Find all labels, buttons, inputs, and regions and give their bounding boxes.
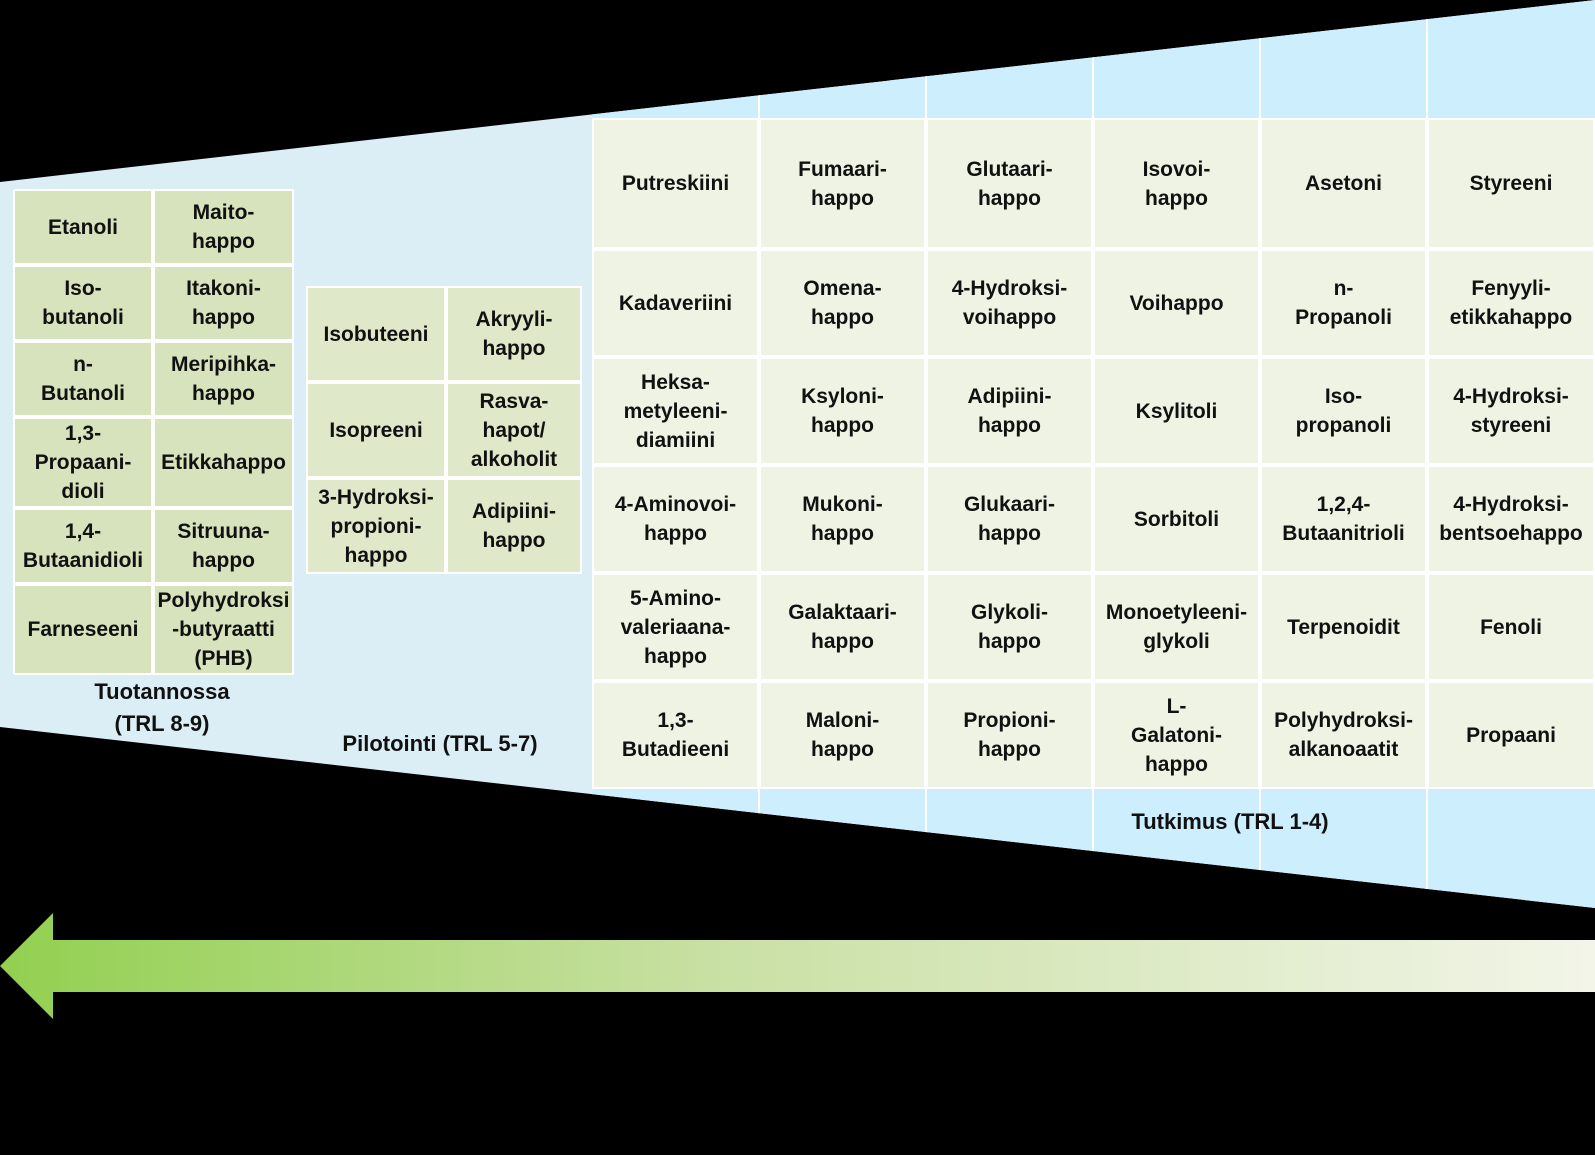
pilot-cell: Akryyli- happo	[446, 286, 582, 382]
research-cell: Putreskiini	[592, 118, 759, 249]
research-cell: Maloni- happo	[759, 681, 926, 789]
research-cell: 4-Hydroksi- voihappo	[926, 249, 1093, 357]
production-cell: n- Butanoli	[13, 341, 153, 417]
pilot-cell: 3-Hydroksi- propioni- happo	[306, 478, 446, 574]
research-cell: Galaktaari- happo	[759, 573, 926, 681]
research-cell: Adipiini- happo	[926, 357, 1093, 465]
progress-arrow	[0, 913, 1595, 1019]
research-cell: Iso- propanoli	[1260, 357, 1427, 465]
research-cell: Fenyyli- etikkahappo	[1427, 249, 1595, 357]
production-stage-label: Tuotannossa (TRL 8-9)	[94, 679, 230, 736]
research-cell: Mukoni- happo	[759, 465, 926, 573]
production-cell: Etikkahappo	[153, 417, 294, 508]
research-cell: Glukaari- happo	[926, 465, 1093, 573]
research-cell: 4-Aminovoi- happo	[592, 465, 759, 573]
research-cell: Ksyloni- happo	[759, 357, 926, 465]
research-cell: Glykoli- happo	[926, 573, 1093, 681]
research-cell: Heksa- metyleeni- diamiini	[592, 357, 759, 465]
research-cell: 5-Amino- valeriaana- happo	[592, 573, 759, 681]
research-cell: 4-Hydroksi- bentsoehappo	[1427, 465, 1595, 573]
research-cell: Voihappo	[1093, 249, 1260, 357]
research-cell: Sorbitoli	[1093, 465, 1260, 573]
research-cell: Monoetyleeni- glykoli	[1093, 573, 1260, 681]
pilot-cell: Adipiini- happo	[446, 478, 582, 574]
research-cell: Ksylitoli	[1093, 357, 1260, 465]
research-cell: Omena- happo	[759, 249, 926, 357]
production-cell: Iso- butanoli	[13, 265, 153, 341]
research-cell: Isovoi- happo	[1093, 118, 1260, 249]
pilot-cell: Isopreeni	[306, 382, 446, 478]
production-cell: Etanoli	[13, 189, 153, 265]
production-cell: 1,4- Butaanidioli	[13, 508, 153, 584]
research-cell: 4-Hydroksi- styreeni	[1427, 357, 1595, 465]
research-cell: 1,3- Butadieeni	[592, 681, 759, 789]
research-cell: Propaani	[1427, 681, 1595, 789]
pilot-cell: Isobuteeni	[306, 286, 446, 382]
research-cell: Asetoni	[1260, 118, 1427, 249]
production-cell: Sitruuna- happo	[153, 508, 294, 584]
research-cell: Fumaari- happo	[759, 118, 926, 249]
research-cell: Polyhydroksi- alkanoaatit	[1260, 681, 1427, 789]
pilot-cell: Rasva- hapot/ alkoholit	[446, 382, 582, 478]
production-cell: Polyhydroksi -butyraatti (PHB)	[153, 584, 294, 675]
pilot-stage-label: Pilotointi (TRL 5-7)	[342, 731, 538, 756]
production-cell: 1,3- Propaani- dioli	[13, 417, 153, 508]
production-cell: Farneseeni	[13, 584, 153, 675]
production-cell: Meripihka- happo	[153, 341, 294, 417]
research-cell: n- Propanoli	[1260, 249, 1427, 357]
research-stage-label: Tutkimus (TRL 1-4)	[1131, 809, 1329, 834]
production-cell: Maito- happo	[153, 189, 294, 265]
research-cell: Styreeni	[1427, 118, 1595, 249]
research-cell: Glutaari- happo	[926, 118, 1093, 249]
research-cell: Kadaveriini	[592, 249, 759, 357]
research-cell: Propioni- happo	[926, 681, 1093, 789]
research-cell: Terpenoidit	[1260, 573, 1427, 681]
production-cell: Itakoni- happo	[153, 265, 294, 341]
research-cell: Fenoli	[1427, 573, 1595, 681]
research-cell: L- Galatoni- happo	[1093, 681, 1260, 789]
research-cell: 1,2,4- Butaanitrioli	[1260, 465, 1427, 573]
